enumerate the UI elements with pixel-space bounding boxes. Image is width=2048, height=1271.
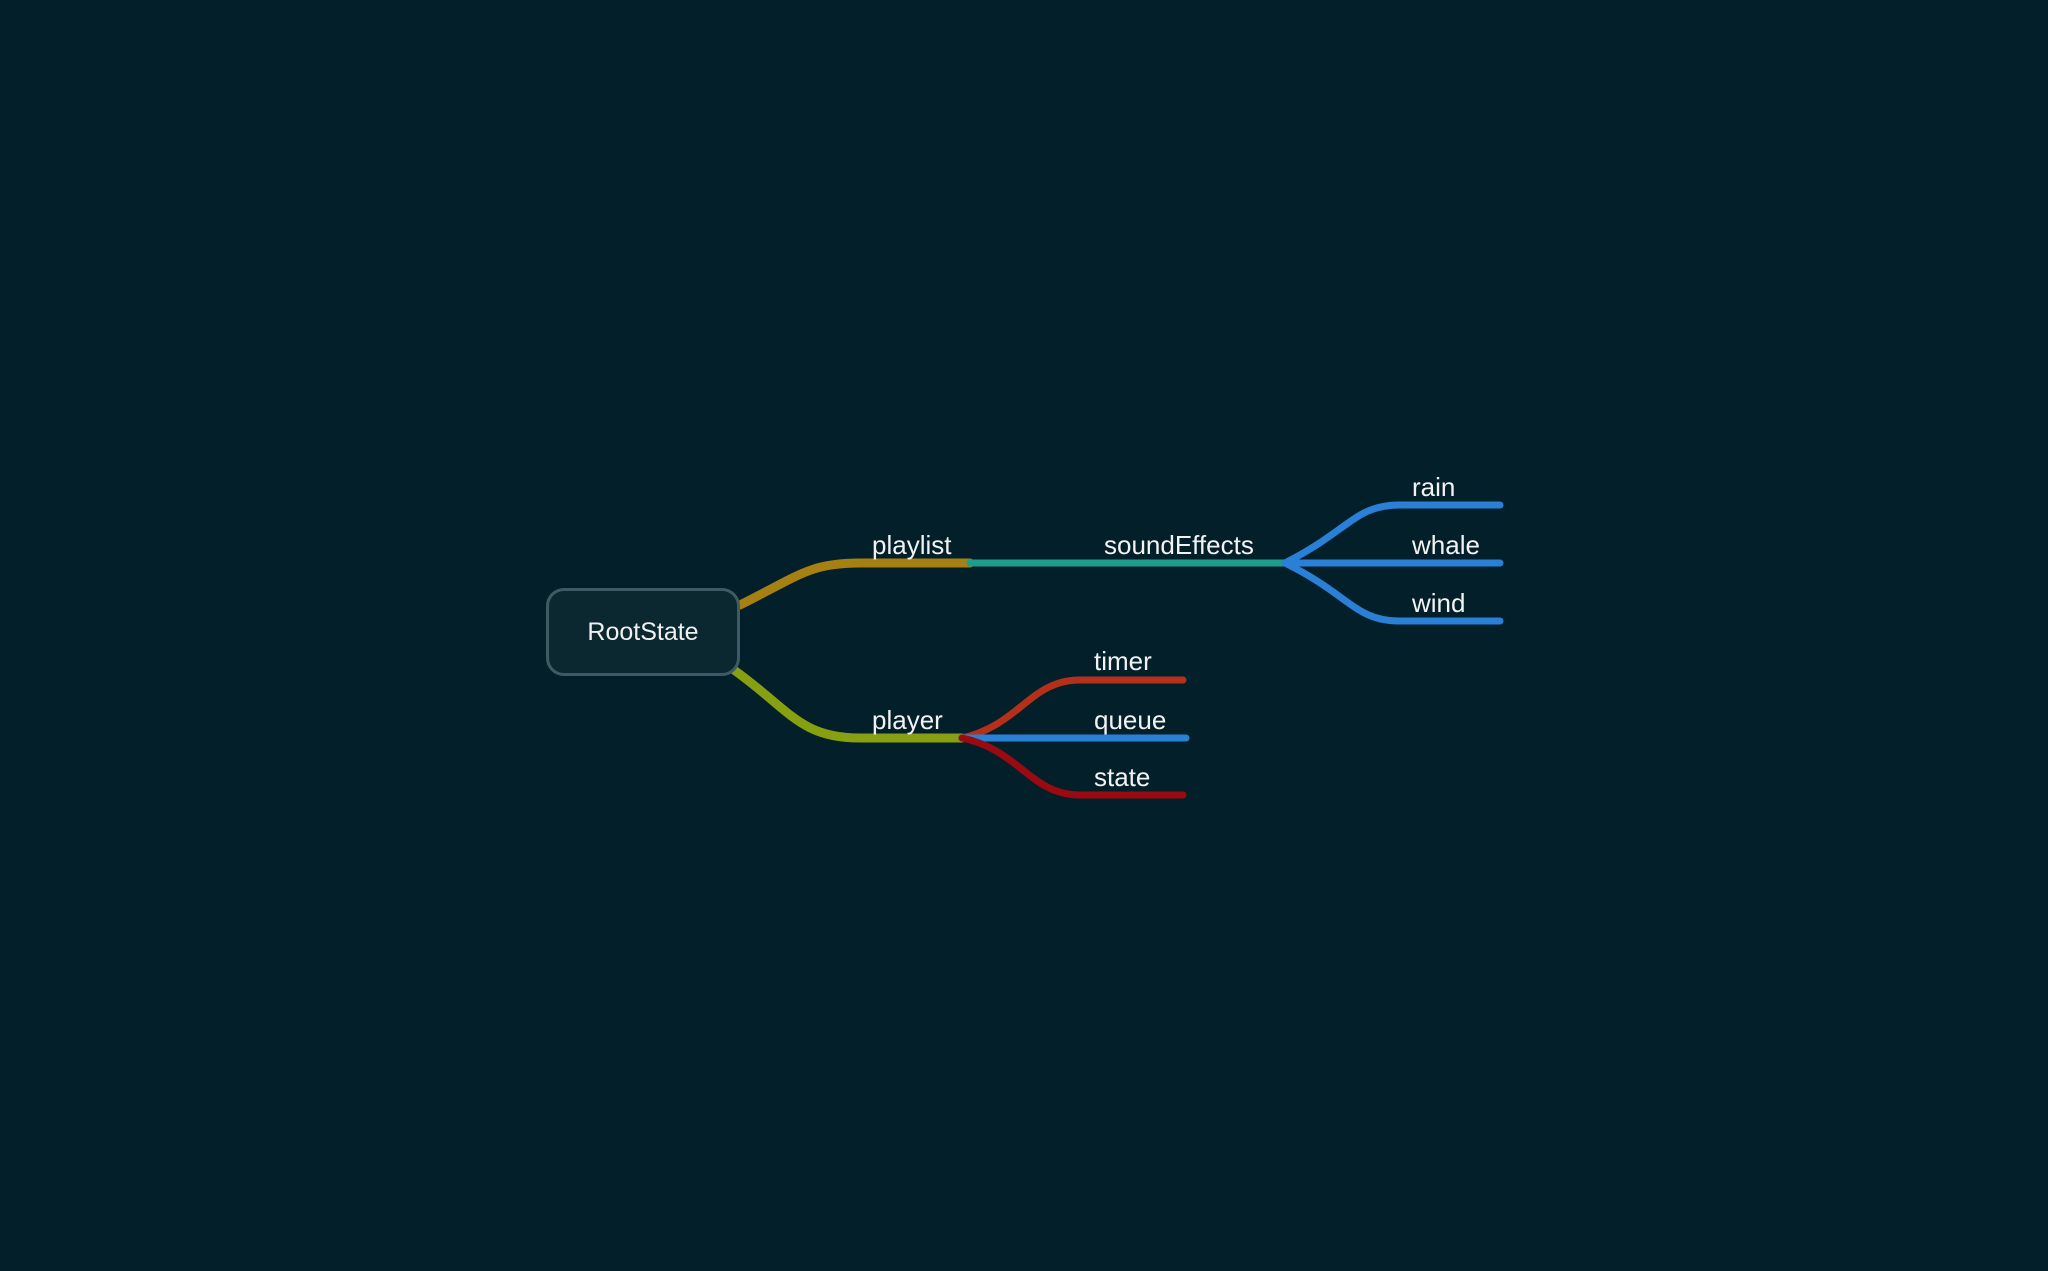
edge-soundEffects-wind (1281, 559, 1504, 625)
node-label-wind[interactable]: wind (1412, 588, 1466, 618)
node-label-timer[interactable]: timer (1094, 646, 1152, 676)
node-label-rain[interactable]: rain (1412, 472, 1456, 502)
node-label-state[interactable]: state (1094, 762, 1151, 792)
edge-root-player (729, 665, 967, 743)
node-label-queue[interactable]: queue (1094, 705, 1167, 735)
node-label-playlist[interactable]: playlist (872, 530, 952, 560)
edge-player-timer (958, 676, 1187, 742)
node-label-whale[interactable]: whale (1412, 530, 1480, 560)
root-node-label: RootState (587, 617, 699, 646)
edge-player-state (958, 734, 1187, 799)
edge-soundEffects-rain (1281, 501, 1504, 567)
root-node[interactable]: RootState (546, 588, 740, 676)
edge-root-playlist (735, 558, 975, 610)
node-label-soundEffects[interactable]: soundEffects (1104, 530, 1254, 560)
node-label-player[interactable]: player (872, 705, 943, 735)
